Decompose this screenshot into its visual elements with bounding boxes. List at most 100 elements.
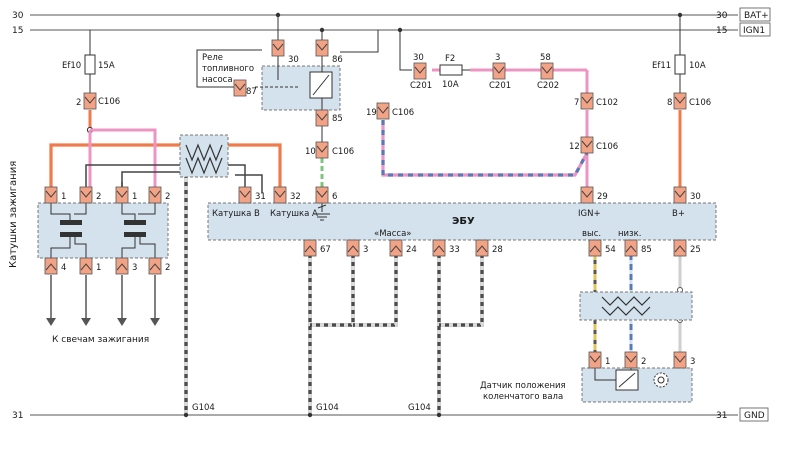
rail-ign-num-left: 15 bbox=[12, 26, 23, 36]
rail-ign: 15 15 IGN1 bbox=[12, 22, 771, 37]
c106-19-name: C106 bbox=[392, 108, 414, 118]
fuse-ef11-rating: 10A bbox=[689, 61, 706, 71]
pin-c106-8-label: 8 bbox=[667, 98, 672, 108]
ecu: ЭБУ Катушка В Катушка А «Масса» IGN+ B+ … bbox=[207, 202, 717, 241]
spark-plugs-label: К свечам зажигания bbox=[52, 335, 149, 345]
fuse-ef11: Ef11 10A bbox=[652, 54, 706, 75]
pin-coil-top-3: 1 bbox=[115, 186, 137, 204]
pin-coil-bottom-1: 4 bbox=[44, 257, 66, 275]
pin-relay-86 bbox=[315, 39, 329, 57]
pin-ecu-33: 33 bbox=[432, 239, 460, 257]
pin-coil-top-2-label: 2 bbox=[96, 192, 101, 202]
pin-c106-19: 19 bbox=[366, 102, 390, 120]
relay-pin-30-label: 30 bbox=[288, 55, 299, 65]
relay-pin-87-label: 87 bbox=[246, 87, 257, 97]
ecu-coil-a-label: Катушка А bbox=[270, 209, 318, 219]
pin-coil-top-1-label: 1 bbox=[61, 192, 66, 202]
fuse-ef10-rating: 15A bbox=[98, 61, 115, 71]
c106-8-name: C106 bbox=[689, 98, 711, 108]
c201-30-name: C201 bbox=[410, 81, 432, 91]
relay-pin-86-label: 86 bbox=[332, 55, 343, 65]
pin-c106-10-label: 10 bbox=[305, 147, 316, 157]
pin-c102-7: 7 bbox=[574, 92, 594, 110]
pin-sensor-1: 1 bbox=[588, 351, 610, 369]
fuse-ef10-name: Ef10 bbox=[62, 61, 81, 71]
ecu-coil-b-label: Катушка В bbox=[212, 209, 260, 219]
relay-title-1: Реле bbox=[202, 53, 223, 63]
pin-c106-2: 2 bbox=[76, 92, 97, 110]
pin-ecu-54: 54 bbox=[588, 239, 616, 257]
pin-ecu-6: 6 bbox=[315, 186, 337, 204]
c201-3-name: C201 bbox=[489, 81, 511, 91]
ecu-bplus-label: B+ bbox=[672, 209, 685, 219]
pin-coil-bottom-2: 1 bbox=[79, 257, 101, 275]
pin-ecu-29: 29 bbox=[580, 186, 608, 204]
pin-c106-8: 8 bbox=[667, 92, 687, 110]
pin-c106-2-label: 2 bbox=[76, 98, 81, 108]
pin-coil-top-3-label: 1 bbox=[132, 192, 137, 202]
fuse-f2-rating: 10A bbox=[442, 80, 459, 90]
pin-ecu-3-label: 3 bbox=[363, 245, 368, 255]
pin-ecu-25: 25 bbox=[673, 239, 701, 257]
rail-gnd-num-right: 31 bbox=[716, 411, 727, 421]
pin-coil-top-1: 1 bbox=[44, 186, 66, 204]
ecu-high-label: выс. bbox=[582, 229, 601, 239]
pin-ecu-67-label: 67 bbox=[320, 245, 331, 255]
ecu-ground-label: «Масса» bbox=[374, 229, 412, 239]
crank-sensor-label-2: коленчатого вала bbox=[483, 392, 563, 402]
pin-coil-bottom-1-label: 4 bbox=[61, 263, 66, 273]
ignition-coils-label: Катушки зажигания bbox=[8, 161, 19, 268]
ground-g104-3: G104 bbox=[408, 403, 431, 413]
fuse-ef11-name: Ef11 bbox=[652, 61, 671, 71]
c201-3-pin-label: 3 bbox=[495, 53, 500, 63]
ecu-title: ЭБУ bbox=[452, 216, 475, 227]
relay-title-3: насоса bbox=[202, 75, 233, 85]
pin-sensor-1-label: 1 bbox=[605, 357, 610, 367]
ignition-coils: Катушки зажигания bbox=[8, 161, 169, 268]
pin-ecu-28-label: 28 bbox=[492, 245, 503, 255]
pin-c201-3 bbox=[492, 62, 506, 80]
pin-coil-top-4: 2 bbox=[148, 186, 170, 204]
pin-ecu-30-label: 30 bbox=[690, 192, 701, 202]
pin-ecu-6-label: 6 bbox=[332, 192, 337, 202]
wires bbox=[49, 12, 683, 418]
suppressor-inductor bbox=[179, 134, 229, 178]
pin-coil-bottom-4-label: 2 bbox=[165, 263, 170, 273]
pin-relay-87 bbox=[233, 79, 247, 97]
c201-30-pin-label: 30 bbox=[413, 53, 424, 63]
pin-ecu-28: 28 bbox=[475, 239, 503, 257]
pin-relay-30 bbox=[271, 39, 285, 57]
pin-sensor-2-label: 2 bbox=[641, 357, 646, 367]
ground-g104-1: G104 bbox=[192, 403, 215, 413]
c106-ef10-name: C106 bbox=[98, 97, 120, 107]
crank-sensor-filter bbox=[579, 291, 693, 321]
rail-gnd-label: GND bbox=[744, 411, 765, 421]
pin-ecu-32-label: 32 bbox=[290, 192, 301, 202]
pin-ecu-3: 3 bbox=[346, 239, 368, 257]
rail-bat-label: BAT+ bbox=[744, 11, 769, 21]
pin-ecu-32: 32 bbox=[273, 186, 301, 204]
pin-c106-10: 10 bbox=[305, 141, 329, 159]
ecu-low-label: низк. bbox=[618, 229, 641, 239]
crank-sensor: Датчик положения коленчатого вала bbox=[480, 367, 693, 403]
spark-plug-leads: К свечам зажигания bbox=[46, 275, 160, 345]
pin-ecu-54-label: 54 bbox=[605, 245, 616, 255]
crank-sensor-label-1: Датчик положения bbox=[480, 381, 566, 391]
rail-bat-num-right: 30 bbox=[716, 11, 728, 21]
c106-10-name: C106 bbox=[332, 147, 354, 157]
pin-sensor-3-label: 3 bbox=[690, 357, 695, 367]
pin-sensor-2: 2 bbox=[624, 351, 646, 369]
pin-c106-12-label: 12 bbox=[569, 142, 580, 152]
pin-ecu-24: 24 bbox=[389, 239, 417, 257]
pin-coil-bottom-2-label: 1 bbox=[96, 263, 101, 273]
rail-ign-label: IGN1 bbox=[743, 26, 765, 36]
pin-c202-58 bbox=[540, 62, 554, 80]
pin-ecu-33-label: 33 bbox=[449, 245, 460, 255]
c102-7-name: C102 bbox=[596, 98, 618, 108]
pin-c201-30 bbox=[413, 62, 427, 80]
pin-c106-12: 12 bbox=[569, 136, 594, 154]
pin-coil-top-4-label: 2 bbox=[165, 192, 170, 202]
rail-gnd: 31 31 GND bbox=[12, 407, 769, 422]
pin-ecu-31-label: 31 bbox=[255, 192, 266, 202]
